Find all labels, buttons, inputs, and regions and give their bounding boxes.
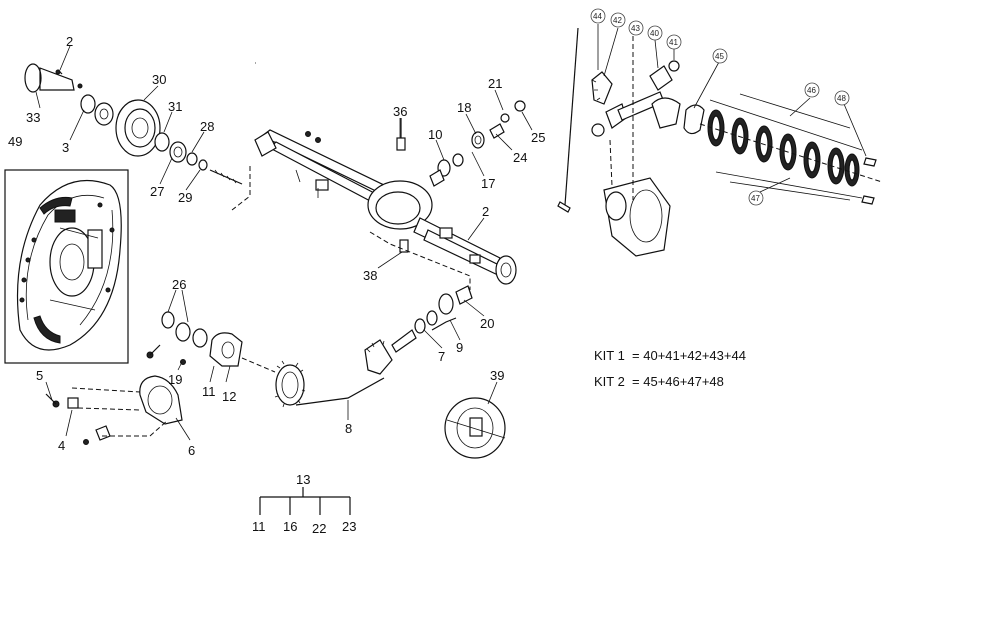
clutch-disc-stack (699, 93, 883, 205)
circled-callout-43: 43 (631, 24, 640, 33)
callout-28: 28 (200, 119, 214, 134)
kit-1-legend: KIT 1 = 40+41+42+43+44 (594, 348, 746, 363)
wheel-bearing-set (154, 132, 243, 185)
callout-11-kit: 11 (252, 519, 266, 534)
circled-callout-leaders (597, 24, 867, 193)
circled-callout-42-ring (610, 12, 626, 28)
callout-38: 38 (363, 268, 377, 283)
bracket-8 (295, 377, 385, 406)
circled-callout-47: 47 (751, 194, 760, 203)
circled-callout-46-ring (804, 82, 820, 98)
ring-gear (274, 360, 306, 408)
kit-13-tree (259, 487, 351, 515)
callout-49: 49 (8, 134, 22, 149)
callout-13: 13 (296, 472, 310, 487)
callout-26: 26 (172, 277, 186, 292)
callout-2-shaft: 2 (66, 34, 73, 49)
callout-31: 31 (168, 99, 182, 114)
callout-25: 25 (531, 130, 545, 145)
circled-callout-41-ring (666, 34, 682, 50)
callout-30: 30 (152, 72, 166, 87)
differential-carrier-parts (146, 311, 276, 373)
circled-callout-45-ring (712, 48, 728, 64)
circled-callout-40: 40 (650, 29, 659, 38)
callout-16: 16 (283, 519, 297, 534)
circled-callout-44: 44 (593, 12, 602, 21)
callout-17: 17 (481, 176, 495, 191)
callout-33: 33 (26, 110, 40, 125)
circled-callout-48-ring (834, 90, 850, 106)
breather-vent (396, 118, 406, 151)
callout-11: 11 (202, 384, 216, 399)
callout-7: 7 (438, 349, 445, 364)
callout-21: 21 (488, 76, 502, 91)
callout-3: 3 (62, 140, 69, 155)
pinion-seal-and-flange-parts (429, 100, 526, 187)
callout-22: 22 (312, 521, 326, 536)
pinion-bearing-parts (414, 285, 473, 334)
bracket-9 (431, 317, 457, 331)
callout-19: 19 (168, 372, 182, 387)
circled-callout-43-ring (628, 20, 644, 36)
callout-18: 18 (457, 100, 471, 115)
circled-callout-47-ring (748, 190, 764, 206)
brake-backing-plate-assembly (16, 179, 122, 351)
callout-9: 9 (456, 340, 463, 355)
circled-callout-48: 48 (837, 94, 846, 103)
axle-housing (254, 129, 517, 285)
callout-27: 27 (150, 184, 164, 199)
circled-callout-45: 45 (715, 52, 724, 61)
leader-dashed-cover (71, 387, 169, 437)
callout-4: 4 (58, 438, 65, 453)
differential-cover (45, 375, 183, 445)
leader-dashed-housing-left (231, 166, 251, 211)
callout-24: 24 (513, 150, 527, 165)
kit-2-legend: KIT 2 = 45+46+47+48 (594, 374, 724, 389)
callout-36: 36 (393, 104, 407, 119)
limited-slip-internals (557, 27, 705, 257)
callout-leaders (35, 45, 533, 441)
callout-2-housing: 2 (482, 204, 489, 219)
pinion-gear (364, 329, 417, 375)
circled-callout-44-ring (590, 8, 606, 24)
callout-8: 8 (345, 421, 352, 436)
callout-20: 20 (480, 316, 494, 331)
callout-10: 10 (428, 127, 442, 142)
circled-callout-46: 46 (807, 86, 816, 95)
callout-12: 12 (222, 389, 236, 404)
differential-case (444, 397, 506, 459)
brake-drum (115, 99, 161, 157)
callout-39: 39 (490, 368, 504, 383)
circled-callout-42: 42 (613, 16, 622, 25)
circled-callout-41: 41 (669, 38, 678, 47)
circled-callout-40-ring (647, 25, 663, 41)
axle-shaft-flange (24, 63, 114, 126)
callout-23: 23 (342, 519, 356, 534)
callout-29: 29 (178, 190, 192, 205)
callout-5: 5 (36, 368, 43, 383)
leader-dashed-housing-cover (369, 231, 471, 290)
callout-6: 6 (188, 443, 195, 458)
